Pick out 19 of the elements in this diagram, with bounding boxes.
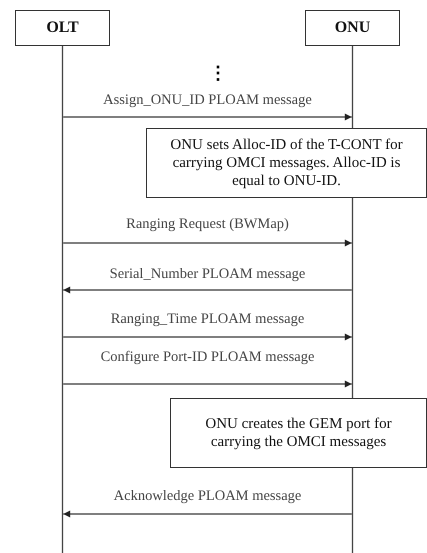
participant-label: ONU (334, 18, 370, 38)
ellipsis-mark: ⋮ (209, 62, 227, 84)
message-label: Ranging_Time PLOAM message (108, 311, 306, 328)
message-arrow (63, 510, 352, 518)
participant-label: OLT (46, 18, 79, 38)
message-arrow (63, 114, 352, 120)
note-box (146, 128, 427, 198)
message-label: Serial_Number PLOAM message (108, 266, 308, 283)
message-arrow (63, 240, 352, 246)
note-text: ONU sets Alloc-ID of the T-CONT for carrying OMCI messages. Alloc-ID is equal to ONU-ID. (169, 136, 404, 190)
message-label: Configure Port-ID PLOAM message (98, 349, 316, 366)
note-text: ONU creates the GEM port for carrying the OMCI messages (204, 415, 393, 451)
message-label: Ranging Request (BWMap) (124, 216, 291, 233)
message-label: Acknowledge PLOAM message (112, 488, 304, 505)
message-arrow (63, 286, 352, 294)
note-box (170, 398, 427, 468)
message-label: Assign_ONU_ID PLOAM message (101, 92, 314, 109)
message-arrow (63, 334, 352, 340)
message-arrow (63, 380, 352, 388)
